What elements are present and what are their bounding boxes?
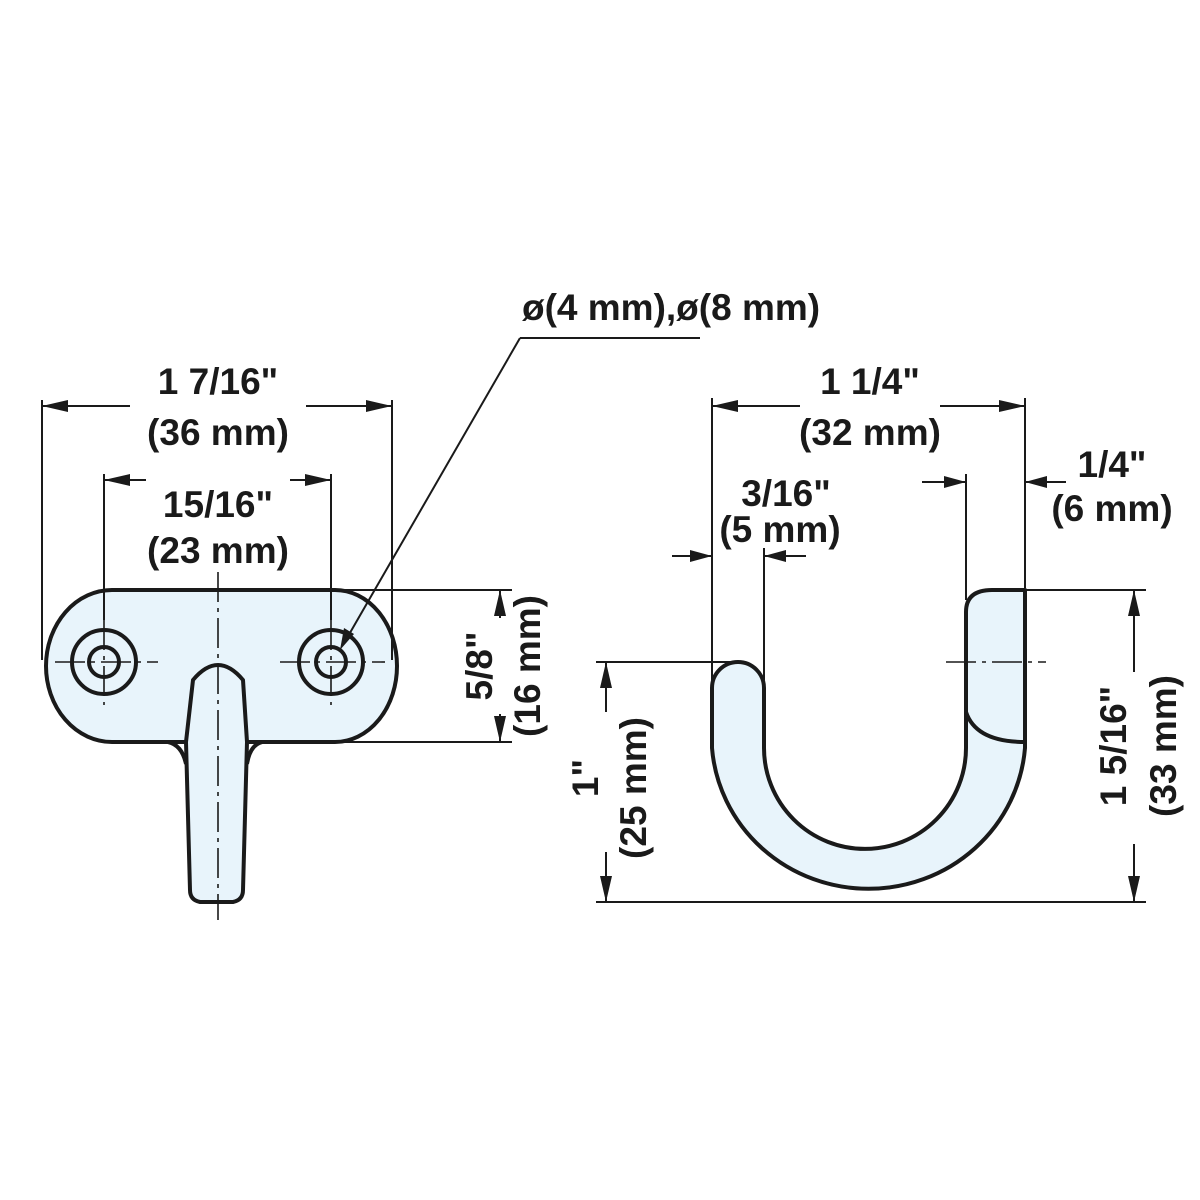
arrowhead xyxy=(42,400,68,412)
overall-height-imperial: 1 5/16" xyxy=(1093,686,1134,806)
tip-thickness-imperial: 3/16" xyxy=(741,473,831,514)
overall-depth-metric: (32 mm) xyxy=(799,412,941,453)
plate-thickness-metric: (6 mm) xyxy=(1051,488,1172,529)
overall-height-metric: (33 mm) xyxy=(1143,675,1184,817)
label-gap xyxy=(146,469,290,491)
arrowhead xyxy=(1128,590,1140,616)
arrowhead xyxy=(712,400,738,412)
hole-diameter-label: ø(4 mm),ø(8 mm) xyxy=(522,287,820,328)
arrowhead xyxy=(999,400,1025,412)
arrowhead xyxy=(600,662,612,688)
overall-width-imperial: 1 7/16" xyxy=(158,361,278,402)
overall-width-metric: (36 mm) xyxy=(147,412,289,453)
arrowhead xyxy=(600,876,612,902)
arrowhead xyxy=(340,628,354,650)
label-gap xyxy=(595,712,617,852)
label-gap xyxy=(1123,672,1145,844)
label-gap xyxy=(489,618,511,714)
arrowhead xyxy=(944,476,966,488)
label-gap xyxy=(800,395,940,417)
stem-plate-junction xyxy=(167,740,263,765)
arrowhead xyxy=(104,474,130,486)
plate-edge xyxy=(964,711,1026,744)
hook-stem-front xyxy=(184,663,249,904)
plate-height-metric: (16 mm) xyxy=(507,595,548,737)
plate-thickness-imperial: 1/4" xyxy=(1078,444,1147,485)
arrowhead xyxy=(1025,476,1047,488)
hook-height-imperial: 1" xyxy=(565,759,606,797)
hook-height-metric: (25 mm) xyxy=(613,717,654,859)
arrowhead xyxy=(494,716,506,742)
overall-depth-imperial: 1 1/4" xyxy=(820,361,920,402)
plate-height-imperial: 5/8" xyxy=(459,632,500,701)
label-gap xyxy=(130,395,306,417)
tip-thickness-metric: (5 mm) xyxy=(719,509,840,550)
arrowhead xyxy=(1128,876,1140,902)
hole-diameter-leader xyxy=(346,337,521,639)
arrowhead xyxy=(690,550,712,562)
arrowhead xyxy=(366,400,392,412)
hole-spacing-metric: (23 mm) xyxy=(147,530,289,571)
front-view: 1 7/16" (36 mm) 15/16" (23 mm) 5/8" (16 … xyxy=(41,287,820,920)
arrowhead xyxy=(494,590,506,616)
hook-profile xyxy=(710,588,1027,891)
side-view: 1 1/4" (32 mm) 3/16" (5 mm) 1/4" (6 mm) … xyxy=(565,361,1184,903)
hole-spacing-imperial: 15/16" xyxy=(163,484,273,525)
arrowhead xyxy=(305,474,331,486)
arrowhead xyxy=(764,550,786,562)
